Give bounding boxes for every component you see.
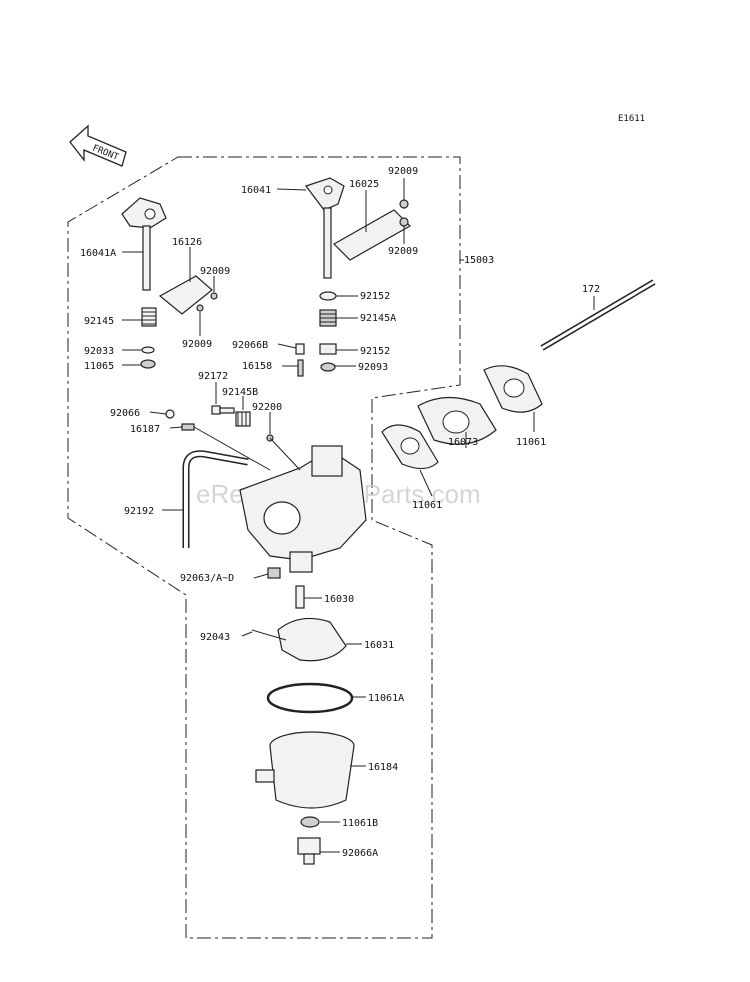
screw-16187 [181,423,195,431]
gasket-11061B [300,816,320,828]
washer-92152-b [319,343,337,355]
label-92172: 92172 [198,371,228,382]
label-92145: 92145 [84,316,114,327]
gasket-11061-a [381,424,439,470]
label-16025: 16025 [349,179,379,190]
label-92200: 92200 [252,402,282,413]
label-15003: 15003 [464,255,494,266]
label-92043: 92043 [200,632,230,643]
label-92066A: 92066A [342,848,378,859]
screw-92066B [295,343,305,355]
spring-92145B [235,411,251,427]
label-16187: 16187 [130,424,160,435]
label-172: 172 [582,284,600,295]
plate-16126 [158,275,213,315]
label-11061B: 11061B [342,818,378,829]
label-92093: 92093 [358,362,388,373]
label-16041A: 16041A [80,248,116,259]
label-92063: 92063/A~D [180,573,234,584]
part-labels: 15003 16041 16025 92009 92009 16041A 161… [80,166,600,859]
gasket-11061-b [483,365,543,413]
label-92066: 92066 [110,408,140,419]
carburetor-body-15003 [239,445,367,573]
label-11061-a: 11061 [516,437,546,448]
float-16031 [251,617,347,662]
label-92152-b: 92152 [360,346,390,357]
label-16158: 16158 [242,361,272,372]
screw-92009-d [196,304,204,312]
label-92009-c: 92009 [200,266,230,277]
spring-92145 [141,307,157,327]
plate-16025 [333,209,411,261]
screw-92063 [267,567,281,579]
label-92145A: 92145A [360,313,396,324]
washer-92033 [141,346,155,354]
label-16126: 16126 [172,237,202,248]
washer-92152-a [319,291,337,301]
screw-92009-c [210,292,218,300]
label-16041: 16041 [241,185,271,196]
float-bowl-16184 [255,731,355,809]
screw-92172 [211,405,235,415]
leader-lines [122,178,595,853]
diagram-code: E1611 [618,114,645,124]
screw-92009-a [399,199,409,209]
label-11065: 11065 [84,361,114,372]
screw-92009-b [399,217,409,227]
label-16030: 16030 [324,594,354,605]
insulator-16073 [417,396,497,445]
bolt-92066A [297,837,321,865]
throttle-lever-16041 [305,177,345,279]
seal-92093 [320,362,336,372]
pin-16158 [297,359,304,377]
label-92009-a: 92009 [388,166,418,177]
assembly-outline [67,156,461,939]
label-92033: 92033 [84,346,114,357]
label-16031: 16031 [364,640,394,651]
label-11061-b: 11061 [412,500,442,511]
jet-92066 [165,409,175,419]
label-92192: 92192 [124,506,154,517]
label-16184: 16184 [368,762,398,773]
seal-11065 [140,359,156,369]
front-arrow-icon: FRONT [69,124,127,167]
label-92145B: 92145B [222,387,258,398]
choke-lever-16041A [121,197,167,291]
oring-11061A [266,682,354,714]
label-16073: 16073 [448,437,478,448]
label-92009-d: 92009 [182,339,212,350]
label-92009-b: 92009 [388,246,418,257]
label-92152-a: 92152 [360,291,390,302]
spring-92145A [319,309,337,327]
label-11061A: 11061A [368,693,404,704]
label-92066B: 92066B [232,340,268,351]
jet-16030 [295,585,305,609]
